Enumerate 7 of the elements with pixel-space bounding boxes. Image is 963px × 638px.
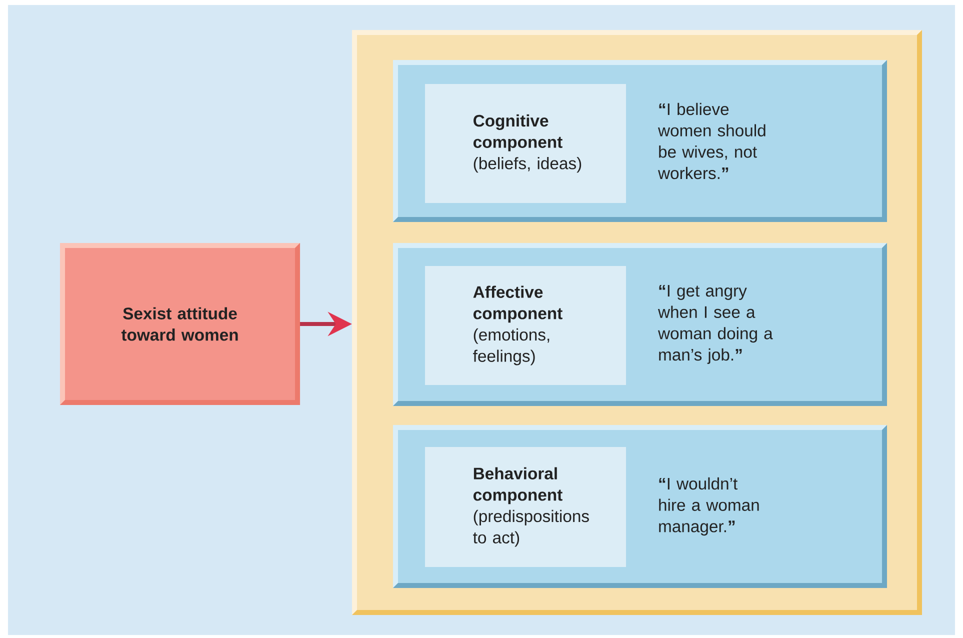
quote-text: “I get angry when I see a woman doing a man’s job.”: [658, 285, 773, 364]
quote-text: “I believe women should be wives, not workers.”: [658, 102, 766, 180]
component-label-box: Affective component (emotions, feelings): [425, 266, 626, 385]
component-label-box: Cognitive component (beliefs, ideas): [425, 84, 626, 203]
quote-text: “I wouldn’t hire a woman manager.”: [659, 477, 759, 536]
attitude-box: Sexist attitude toward women: [60, 243, 300, 405]
component-label-box: Behavioral component (predispositions to act): [425, 447, 626, 567]
